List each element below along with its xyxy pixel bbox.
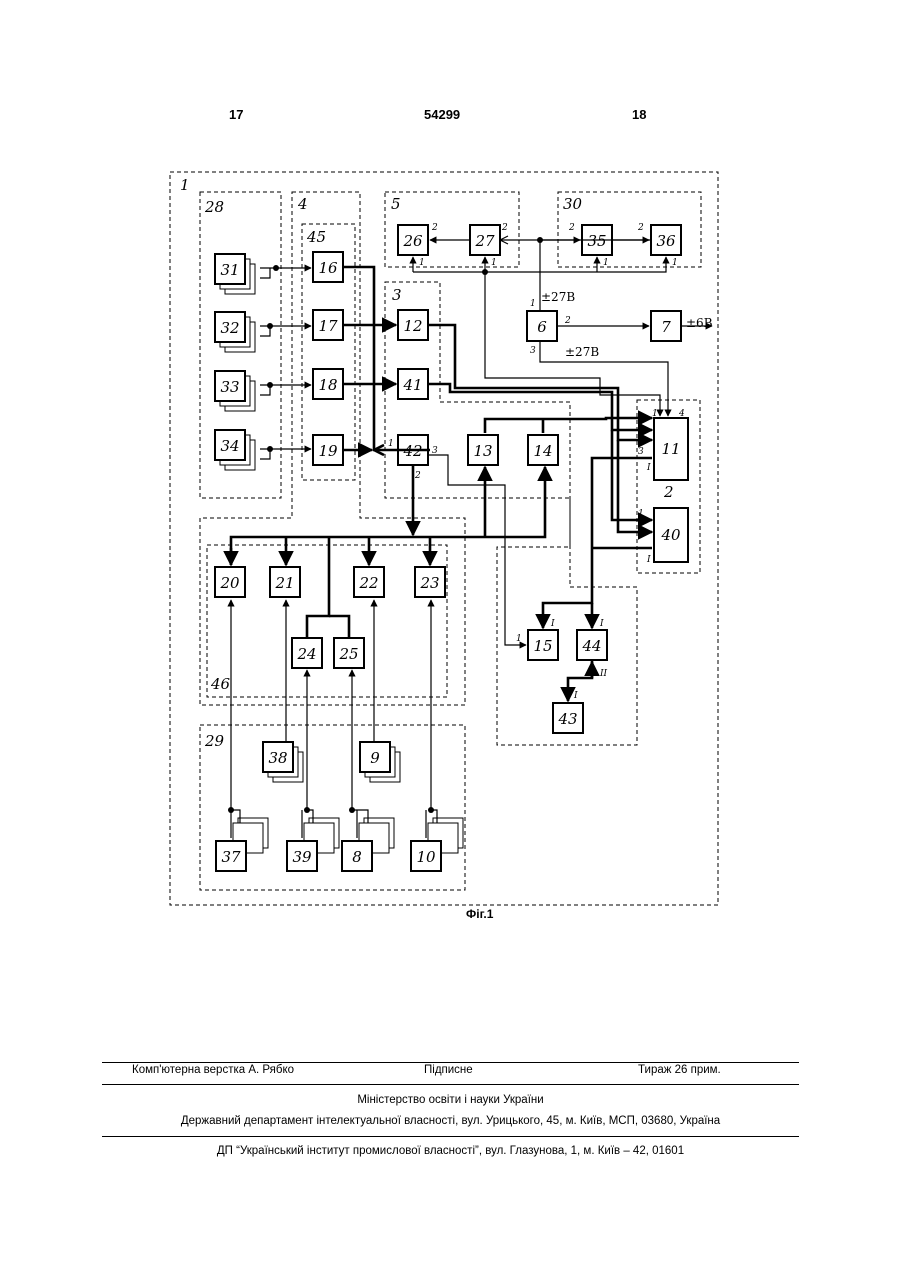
svg-text:2: 2 [637, 223, 644, 233]
svg-text:34: 34 [220, 437, 239, 455]
label-5: 5 [391, 195, 401, 213]
svg-text:9: 9 [370, 749, 380, 767]
svg-text:33: 33 [220, 378, 239, 396]
svg-text:3: 3 [638, 447, 644, 457]
svg-text:2: 2 [637, 521, 644, 531]
svg-text:17: 17 [318, 317, 338, 335]
svg-text:23: 23 [419, 574, 439, 592]
svg-text:2: 2 [431, 223, 438, 233]
svg-text:1: 1 [672, 258, 678, 268]
label-3: 3 [392, 286, 402, 304]
svg-text:11: 11 [661, 440, 680, 458]
svg-text:2: 2 [414, 471, 421, 481]
footer-signed: Підписне [424, 1064, 473, 1076]
svg-text:21: 21 [274, 574, 294, 592]
svg-text:12: 12 [403, 317, 422, 335]
label-2: 2 [663, 483, 674, 501]
svg-text:25: 25 [338, 645, 358, 663]
voltage-label-out: ±27В [565, 345, 599, 359]
svg-text:43: 43 [557, 710, 577, 728]
svg-text:1: 1 [652, 409, 658, 419]
svg-text:I: I [646, 555, 651, 565]
footer-department: Державний департамент інтелектуальної вл… [102, 1115, 799, 1127]
svg-text:1: 1 [638, 509, 644, 519]
svg-text:16: 16 [318, 259, 338, 277]
svg-text:1: 1 [419, 258, 425, 268]
svg-text:I: I [646, 463, 651, 473]
label-1: 1 [180, 176, 190, 194]
svg-text:3: 3 [530, 346, 536, 356]
svg-text:7: 7 [661, 318, 671, 336]
svg-text:22: 22 [358, 574, 378, 592]
svg-text:24: 24 [296, 645, 316, 663]
svg-text:40: 40 [660, 526, 681, 544]
label-30: 30 [563, 195, 583, 213]
label-4: 4 [297, 195, 308, 213]
svg-text:26: 26 [402, 232, 423, 250]
voltage-label-6v: ±6В [686, 316, 713, 330]
svg-text:27: 27 [474, 232, 495, 250]
svg-text:2: 2 [564, 316, 571, 326]
svg-text:2: 2 [501, 223, 508, 233]
label-29: 29 [204, 732, 225, 750]
svg-text:II: II [599, 669, 608, 679]
svg-text:1: 1 [388, 439, 394, 449]
footer-ministry: Міністерство освіти і науки України [102, 1094, 799, 1106]
svg-text:18: 18 [318, 376, 337, 394]
footer-rule-middle [102, 1084, 799, 1085]
svg-text:44: 44 [581, 637, 601, 655]
figure-caption: Фіг.1 [466, 907, 493, 921]
svg-text:13: 13 [473, 442, 492, 460]
svg-text:1: 1 [491, 258, 497, 268]
svg-text:1: 1 [603, 258, 609, 268]
svg-text:I: I [573, 691, 578, 701]
footer-rule-top [102, 1062, 799, 1063]
svg-text:19: 19 [318, 442, 338, 460]
svg-text:37: 37 [221, 848, 241, 866]
svg-text:4: 4 [678, 409, 685, 419]
svg-text:I: I [550, 619, 555, 629]
footer-layout-credit: Комп'ютерна верстка А. Рябко [132, 1064, 294, 1076]
svg-text:31: 31 [220, 261, 239, 279]
label-45: 45 [306, 228, 326, 246]
svg-text:36: 36 [656, 232, 676, 250]
svg-text:3: 3 [432, 446, 438, 456]
svg-text:2: 2 [568, 223, 575, 233]
svg-text:10: 10 [416, 848, 436, 866]
svg-text:I: I [599, 619, 604, 629]
svg-text:1: 1 [638, 423, 644, 433]
svg-text:6: 6 [537, 318, 547, 336]
svg-text:1: 1 [530, 299, 536, 309]
svg-text:35: 35 [587, 232, 606, 250]
svg-text:14: 14 [533, 442, 552, 460]
svg-text:38: 38 [268, 749, 287, 767]
svg-text:39: 39 [292, 848, 312, 866]
svg-text:32: 32 [220, 319, 239, 337]
voltage-label-in: ±27В [541, 290, 575, 304]
svg-text:2: 2 [637, 435, 644, 445]
svg-text:15: 15 [533, 637, 552, 655]
svg-text:41: 41 [402, 376, 422, 394]
svg-text:20: 20 [219, 574, 240, 592]
svg-text:1: 1 [516, 634, 522, 644]
label-28: 28 [204, 198, 224, 216]
footer-institute: ДП “Український інститут промислової вла… [102, 1145, 799, 1157]
label-46: 46 [210, 675, 231, 693]
svg-text:8: 8 [352, 848, 362, 866]
footer-rule-bottom [102, 1136, 799, 1137]
footer-circulation: Тираж 26 прим. [638, 1064, 721, 1076]
